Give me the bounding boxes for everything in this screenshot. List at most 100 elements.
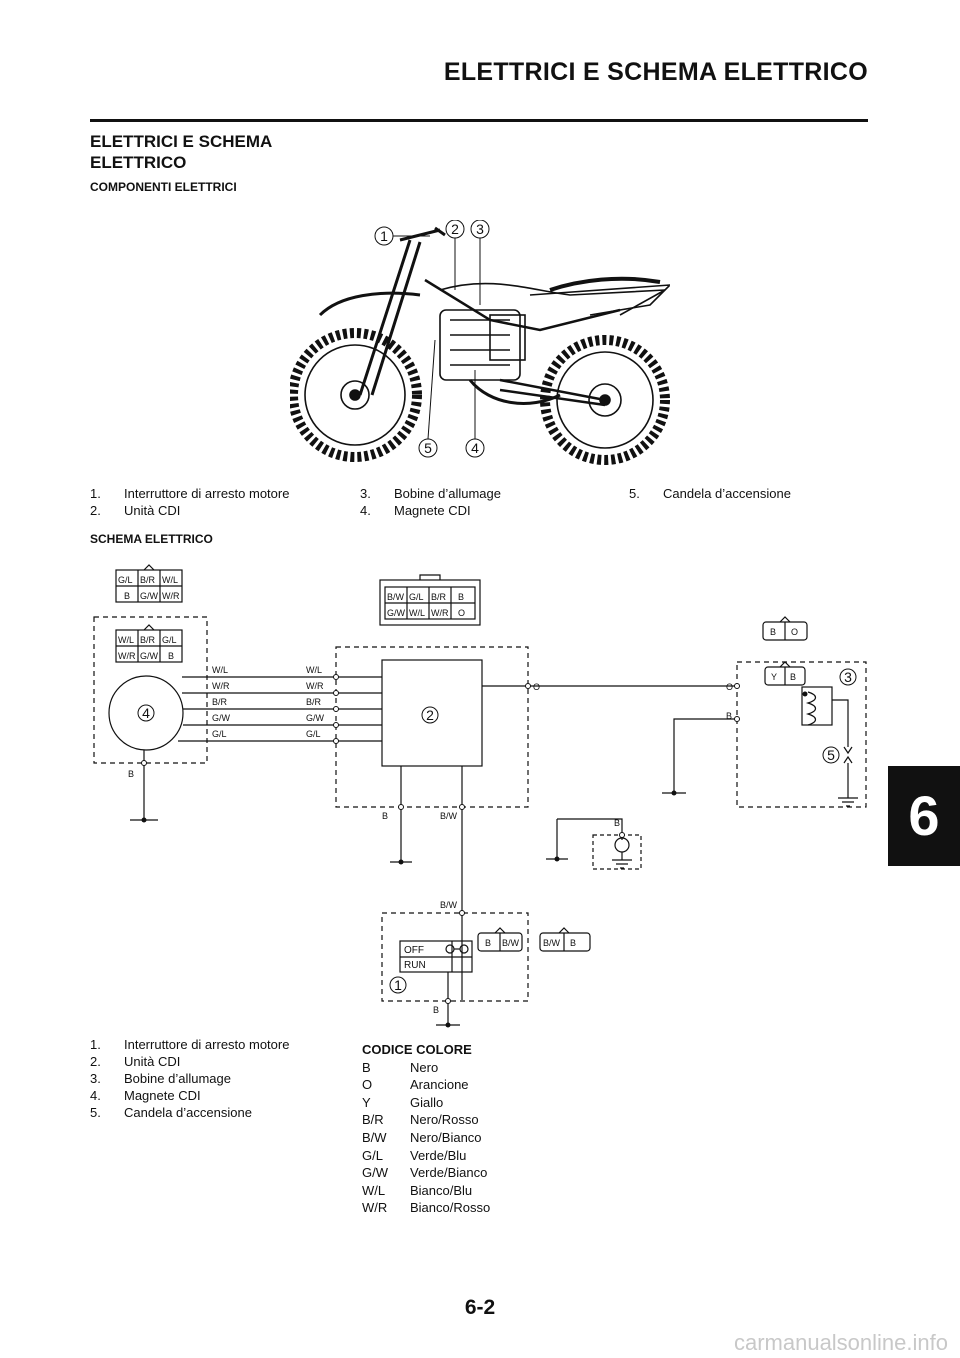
svg-text:B: B: [570, 938, 576, 948]
components-legend-col2: 3.Bobine d’allumage 4.Magnete CDI: [360, 485, 610, 519]
coil-box: [736, 661, 867, 808]
diagram-callout-2: 2: [421, 706, 439, 724]
cdi-unit: [381, 659, 483, 767]
components-legend-col3: 5.Candela d’accensione: [629, 485, 869, 502]
legend-item: 5.Candela d’accensione: [629, 486, 791, 501]
legend-item: 4.Magnete CDI: [360, 503, 471, 518]
svg-text:B/R: B/R: [306, 697, 322, 707]
components-legend-col1: 1.Interruttore di arresto motore 2.Unità…: [90, 485, 350, 519]
svg-text:B/R: B/R: [140, 575, 156, 585]
svg-text:G/W: G/W: [387, 608, 406, 618]
watermark: carmanualsonline.info: [733, 1330, 948, 1355]
svg-text:B: B: [614, 818, 620, 828]
svg-text:3: 3: [844, 669, 852, 685]
svg-text:G/L: G/L: [118, 575, 133, 585]
diagram-callout-5: 5: [822, 746, 840, 764]
ground-box: [592, 834, 642, 870]
wiring-subtitle: SCHEMA ELETTRICO: [90, 532, 213, 546]
legend-item: 3.Bobine d’allumage: [360, 486, 501, 501]
legend-item: 5.Candela d’accensione: [90, 1105, 252, 1120]
svg-text:3: 3: [476, 221, 484, 237]
svg-text:G/W: G/W: [212, 713, 231, 723]
front-wheel: [290, 328, 422, 462]
svg-text:W/R: W/R: [118, 651, 136, 661]
svg-text:1: 1: [394, 977, 402, 993]
svg-text:G/W: G/W: [140, 651, 159, 661]
svg-text:W/L: W/L: [118, 635, 134, 645]
switch-box: [381, 912, 529, 1002]
legend-item: 2.Unità CDI: [90, 503, 181, 518]
magneto-box: [93, 616, 208, 764]
svg-text:O: O: [458, 608, 465, 618]
svg-text:B: B: [770, 627, 776, 637]
svg-text:G/L: G/L: [162, 635, 177, 645]
svg-text:B: B: [790, 672, 796, 682]
svg-text:O: O: [791, 627, 798, 637]
svg-text:W/L: W/L: [409, 608, 425, 618]
svg-text:B: B: [128, 769, 134, 779]
svg-text:W/L: W/L: [162, 575, 178, 585]
color-code-title: CODICE COLORE: [362, 1042, 472, 1057]
cdi-box: [335, 646, 529, 808]
callout-5: 5: [418, 339, 438, 458]
svg-text:5: 5: [424, 440, 432, 456]
legend-item: 1.Interruttore di arresto motore: [90, 1037, 290, 1052]
switch-run-label: RUN: [404, 960, 426, 971]
svg-text:O: O: [533, 682, 540, 692]
callout-2: 2: [445, 220, 465, 290]
svg-text:G/L: G/L: [409, 592, 424, 602]
svg-text:O: O: [726, 682, 733, 692]
svg-text:W/R: W/R: [431, 608, 449, 618]
section-title-line1: ELETTRICI E SCHEMA: [90, 132, 273, 151]
svg-text:G/L: G/L: [212, 729, 227, 739]
svg-text:B/W: B/W: [387, 592, 405, 602]
legend-item: 3.Bobine d’allumage: [90, 1071, 231, 1086]
svg-text:B/R: B/R: [212, 697, 228, 707]
legend-item: 2.Unità CDI: [90, 1054, 181, 1069]
svg-text:G/W: G/W: [140, 591, 159, 601]
diagram-callout-3: 3: [839, 668, 857, 686]
wiring-legend: 1.Interruttore di arresto motore 2.Unità…: [90, 1036, 350, 1121]
svg-text:B/R: B/R: [140, 635, 156, 645]
svg-text:B/R: B/R: [431, 592, 447, 602]
svg-text:B: B: [485, 938, 491, 948]
svg-text:B: B: [124, 591, 130, 601]
page-number: 6-2: [464, 1296, 496, 1319]
switch-off-label: OFF: [404, 945, 424, 956]
svg-text:Y: Y: [771, 672, 777, 682]
legend-item: 4.Magnete CDI: [90, 1088, 201, 1103]
svg-text:W/L: W/L: [306, 665, 322, 675]
svg-text:W/R: W/R: [162, 591, 180, 601]
svg-text:W/R: W/R: [212, 681, 230, 691]
svg-text:B: B: [168, 651, 174, 661]
svg-text:B: B: [433, 1005, 439, 1015]
svg-text:2: 2: [426, 707, 434, 723]
motorcycle-illustration: 1 2 3 5 4: [290, 220, 670, 465]
svg-text:4: 4: [471, 440, 479, 456]
diagram-callout-1: 1: [389, 976, 407, 994]
svg-text:2: 2: [451, 221, 459, 237]
svg-text:B/W: B/W: [440, 900, 458, 910]
callout-3: 3: [470, 220, 490, 305]
magneto-circle: [108, 675, 184, 751]
legend-item: 1.Interruttore di arresto motore: [90, 486, 290, 501]
svg-text:B/W: B/W: [543, 938, 561, 948]
svg-text:B/W: B/W: [502, 938, 520, 948]
svg-text:B/W: B/W: [440, 811, 458, 821]
svg-text:G/W: G/W: [306, 713, 325, 723]
section-title-line2: ELETTRICO: [90, 153, 187, 172]
rear-wheel: [540, 335, 670, 465]
diagram-callout-4: 4: [137, 704, 155, 722]
wiring-diagram: W/L W/R B/R G/W G/L W/L W/R B/R G/W G/L …: [93, 564, 867, 1028]
svg-text:W/L: W/L: [212, 665, 228, 675]
svg-text:1: 1: [380, 228, 388, 244]
